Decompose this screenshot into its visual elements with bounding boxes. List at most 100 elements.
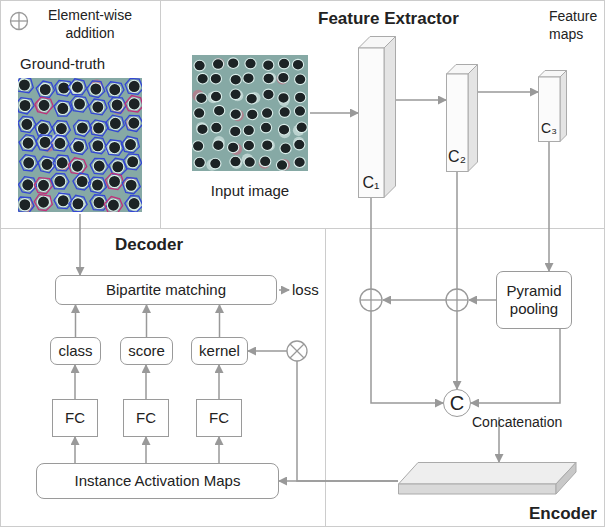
- connector: [145, 365, 147, 399]
- ground-truth-image: Ground-truth: [14, 52, 146, 214]
- cell: [107, 199, 119, 211]
- cell: [21, 118, 33, 130]
- block-front: [539, 77, 561, 142]
- panel-divider: [0, 228, 605, 229]
- feature-map: C₂: [446, 64, 478, 172]
- connector: [248, 351, 398, 481]
- cell: [39, 136, 51, 148]
- cell: [111, 99, 123, 111]
- cell-outline: [124, 154, 142, 170]
- image-background: [192, 55, 308, 171]
- cell: [41, 158, 53, 170]
- cell: [280, 143, 291, 154]
- addition-symbol: [11, 13, 28, 30]
- cell: [39, 83, 51, 95]
- cell: [22, 179, 34, 191]
- block-side: [560, 71, 567, 142]
- cell-glow: [58, 102, 70, 114]
- output-box: class: [50, 337, 101, 365]
- feature-map: C₃: [538, 70, 567, 142]
- panel-title: Feature Extractor: [318, 8, 459, 29]
- cell-image: [192, 55, 308, 171]
- cell: [196, 93, 207, 104]
- node-text: kernel: [199, 342, 240, 360]
- cell: [109, 117, 121, 129]
- cell-outline: [89, 137, 107, 153]
- cell: [71, 81, 83, 93]
- cell: [54, 137, 66, 149]
- fc-box: FC: [123, 399, 169, 437]
- cell: [37, 196, 49, 208]
- cell-outline: [106, 115, 124, 132]
- cell-outline: [54, 101, 72, 117]
- cell-outline: [55, 80, 73, 96]
- cell: [260, 122, 271, 133]
- cell: [278, 93, 289, 104]
- cell: [108, 175, 120, 187]
- annotation: Feature maps: [549, 8, 601, 43]
- block-side: [384, 37, 396, 198]
- node-text: FC: [65, 409, 85, 427]
- cell: [243, 140, 254, 151]
- cell: [57, 102, 69, 114]
- cell: [194, 60, 205, 71]
- slab-side: [556, 463, 576, 495]
- encoder-slab: Encoder: [398, 462, 600, 526]
- addition-symbol: [360, 289, 382, 311]
- cell: [109, 84, 121, 96]
- node-text: FC: [209, 409, 229, 427]
- process-box: Bipartite matching: [55, 275, 277, 305]
- cell-outline: [54, 193, 72, 209]
- cell: [230, 89, 241, 100]
- cell-outline: [18, 197, 34, 212]
- cell: [73, 140, 85, 152]
- cell: [292, 59, 303, 70]
- node-text: C: [450, 391, 464, 415]
- connector: [79, 214, 81, 275]
- connector: [146, 305, 148, 337]
- cell: [247, 109, 258, 120]
- cell-glow: [92, 122, 104, 134]
- cell-glow: [196, 122, 208, 134]
- cell-outline: [34, 178, 52, 194]
- slab-top: [399, 463, 577, 485]
- legend-text: Element-wise addition: [32, 6, 148, 42]
- cell-outline: [51, 173, 69, 189]
- legend: Element-wise addition: [8, 6, 154, 46]
- node-text: Ground-truth: [20, 54, 105, 74]
- node-text: C₃: [538, 121, 560, 136]
- connector: [74, 437, 76, 463]
- cell: [214, 105, 225, 116]
- cell-outline: [106, 140, 124, 156]
- block-side: [468, 65, 478, 172]
- cell: [38, 99, 50, 111]
- cell-outline: [68, 158, 86, 174]
- cell: [93, 122, 105, 134]
- cell: [194, 157, 205, 168]
- cell: [91, 179, 103, 191]
- cell: [230, 109, 241, 120]
- cell-outline: [18, 98, 34, 114]
- cell-outline: [90, 158, 108, 174]
- cell-outline: [73, 173, 91, 190]
- connector: [219, 305, 221, 337]
- node-text: C₁: [358, 174, 384, 192]
- cell-outline: [89, 99, 107, 115]
- connector: [396, 99, 446, 101]
- cell-outline: [71, 96, 89, 112]
- cell: [210, 91, 221, 102]
- cell-outline: [69, 138, 87, 154]
- cell: [278, 58, 289, 69]
- cell-outline: [69, 195, 87, 212]
- fc-box: FC: [196, 399, 242, 437]
- cell: [125, 179, 137, 191]
- cell-outline: [125, 78, 142, 94]
- cell: [230, 74, 241, 85]
- cell-outline: [121, 136, 139, 153]
- cell: [128, 80, 140, 92]
- cell: [263, 73, 274, 84]
- feature-map: C₁: [358, 36, 396, 198]
- cell-glow: [277, 73, 289, 85]
